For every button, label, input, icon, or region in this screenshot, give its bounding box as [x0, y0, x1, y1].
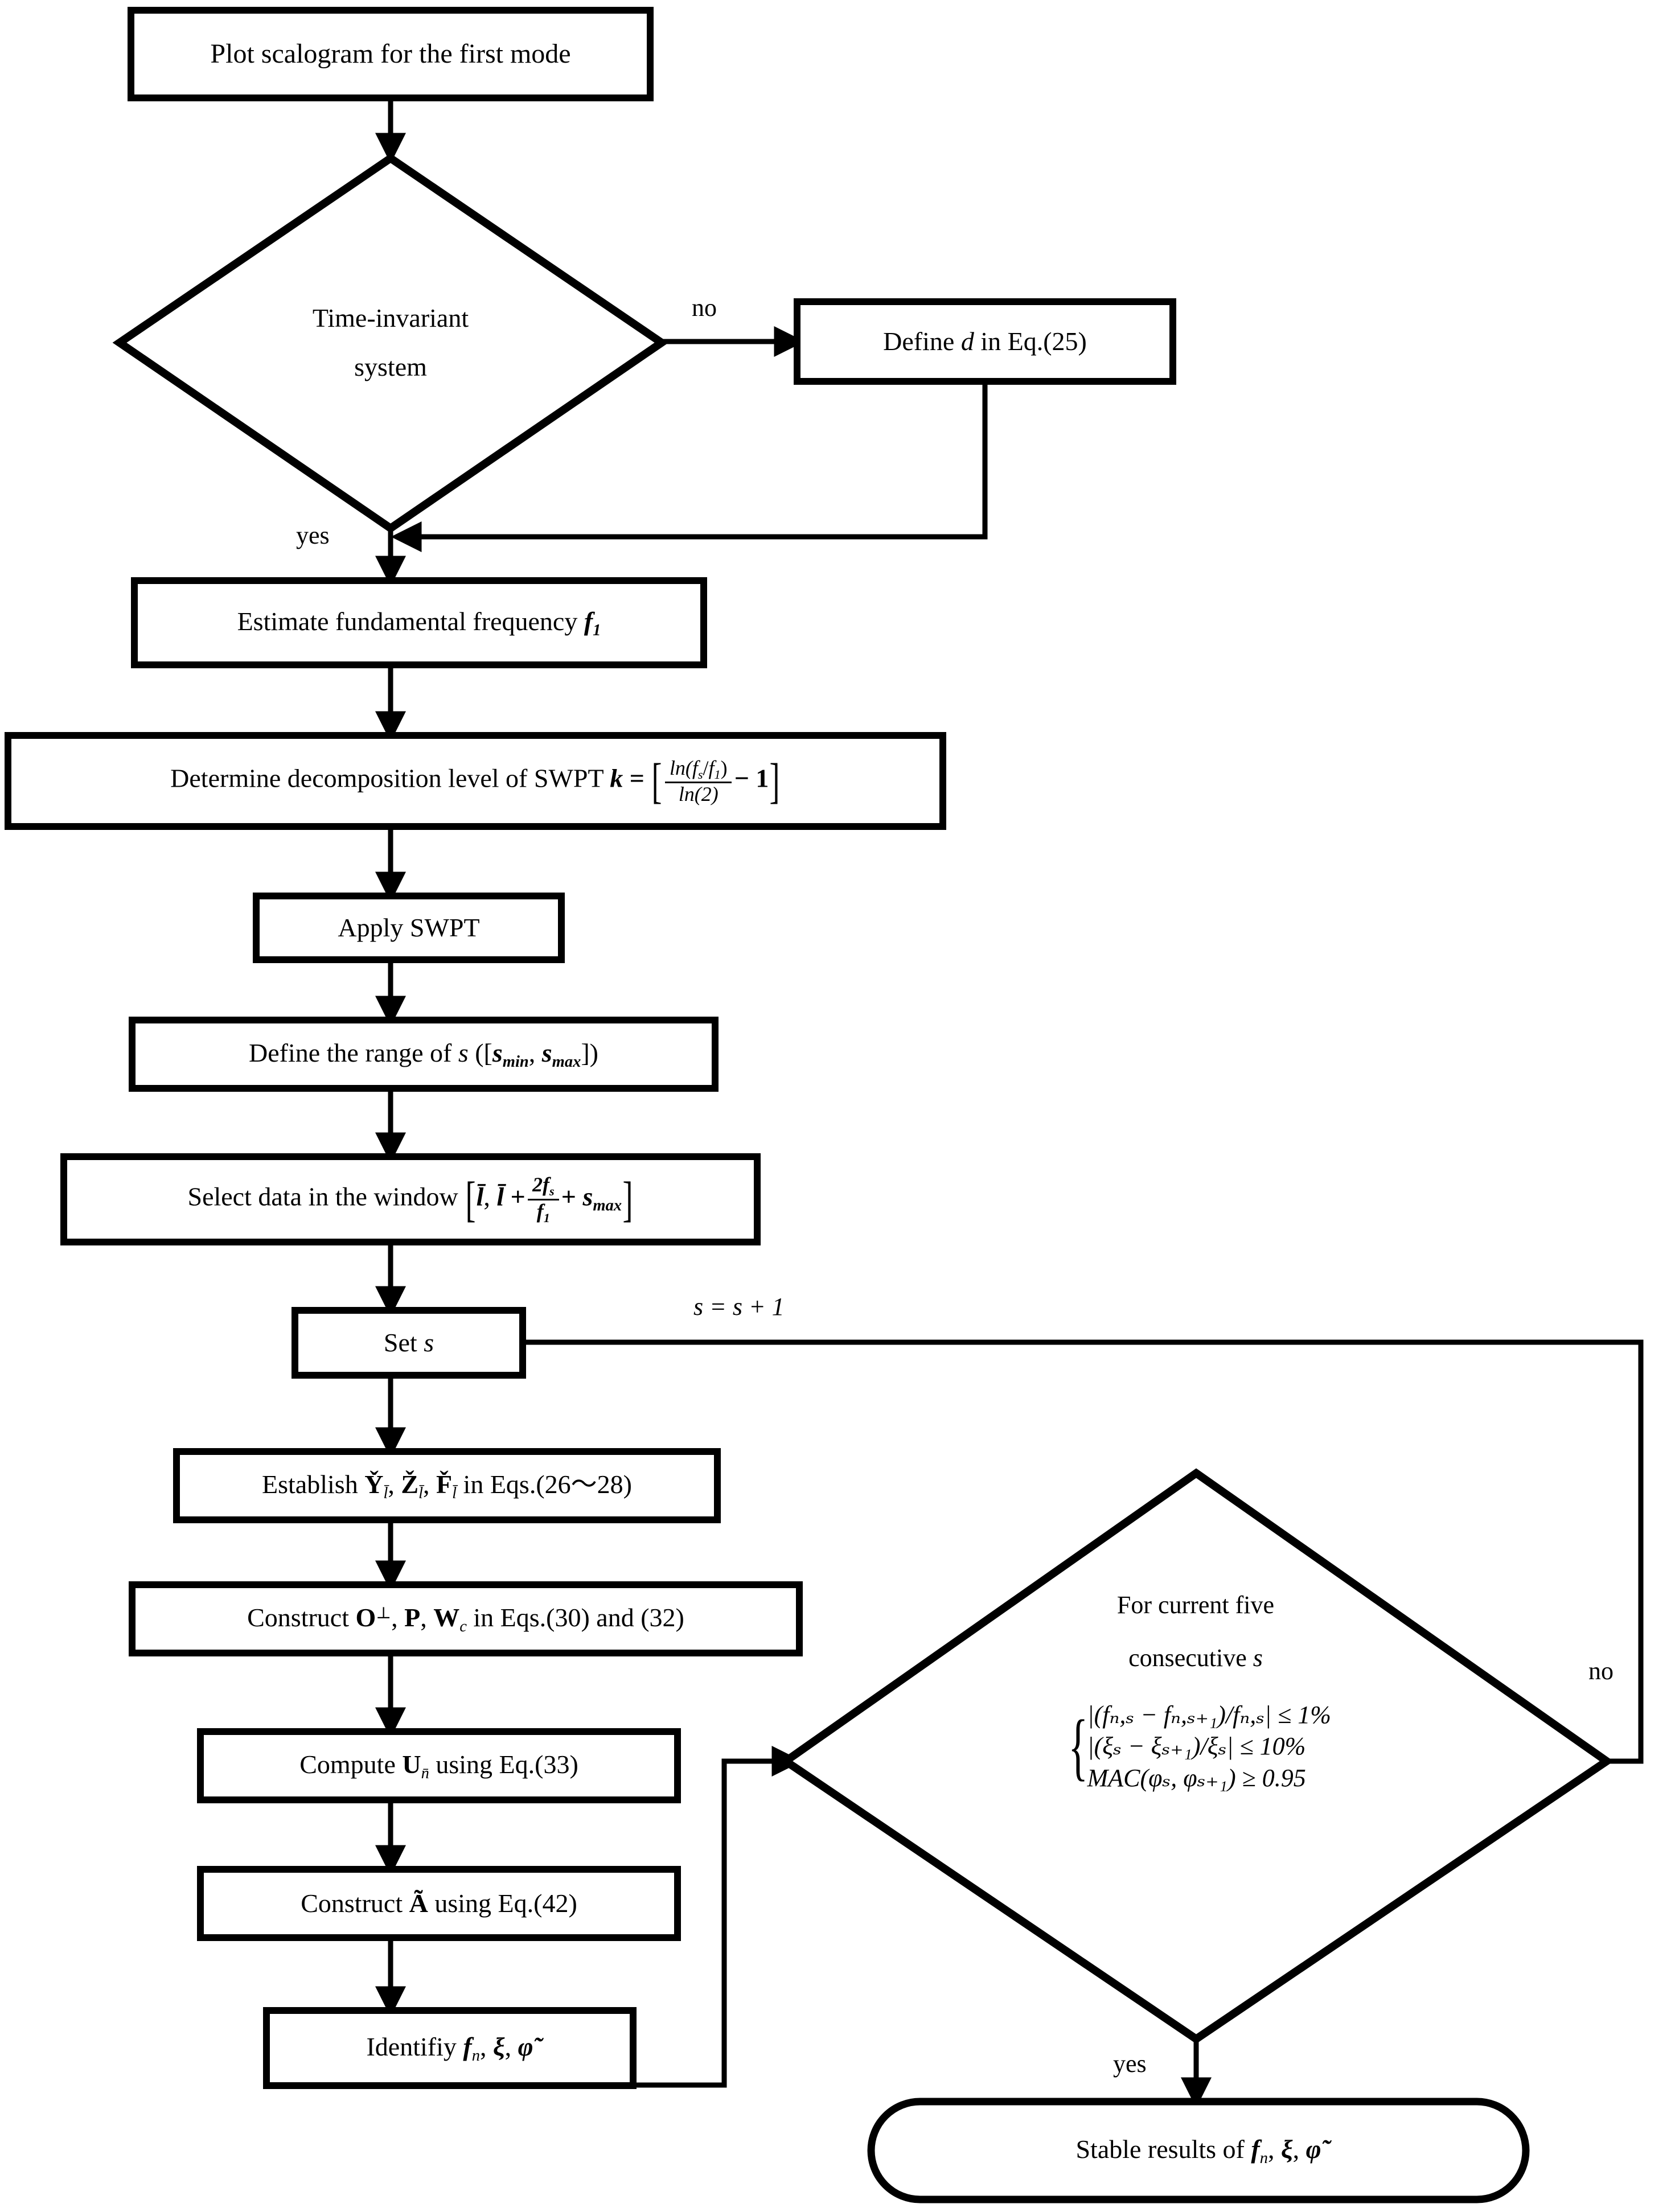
node-time-invariant-decision [112, 153, 669, 533]
node-stability-decision [778, 1468, 1614, 2044]
node-identify [263, 2007, 637, 2089]
node-construct-a [197, 1866, 681, 1941]
node-apply-swpt [253, 893, 565, 963]
node-determine-level [5, 732, 946, 830]
node-stable-results [867, 2098, 1530, 2203]
edge-stability-no-return [433, 1339, 1644, 1764]
node-establish [173, 1448, 721, 1523]
edge-label-s-increment: s = s + 1 [693, 1293, 785, 1321]
node-define-range [129, 1017, 719, 1092]
node-construct-opw [129, 1581, 803, 1656]
edge-label-yes-stability: yes [1113, 2050, 1147, 2078]
node-set-s [292, 1307, 526, 1379]
edge-define-d-return [404, 381, 988, 540]
edge-label-no-time-invariant: no [692, 294, 717, 322]
node-compute-u [197, 1728, 681, 1803]
node-select-window [60, 1153, 761, 1245]
node-define-d [794, 298, 1176, 385]
edge-label-yes-time-invariant: yes [296, 521, 330, 549]
node-plot-scalogram [128, 7, 654, 101]
node-estimate-f1 [131, 577, 707, 668]
edge-identify-to-stability [633, 1758, 786, 2088]
edge-label-no-stability: no [1588, 1657, 1614, 1685]
